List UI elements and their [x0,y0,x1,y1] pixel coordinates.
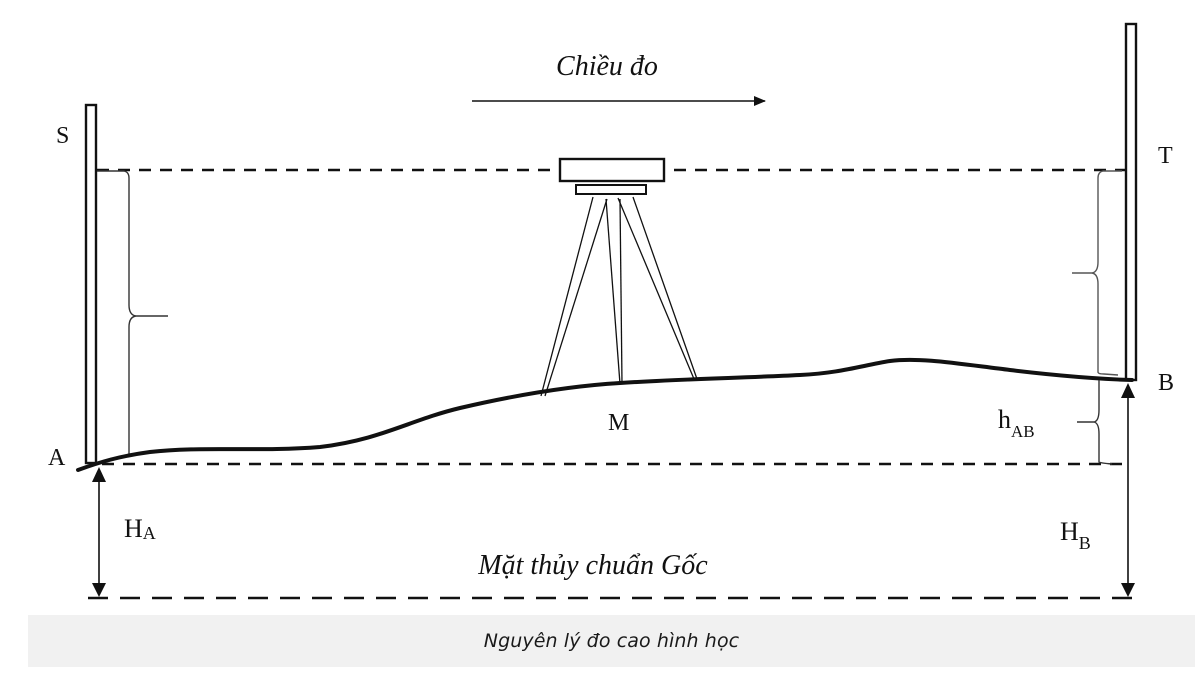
leveling-staff-b [1124,22,1138,382]
label-b: B [1158,370,1174,396]
leveling-staff-a [84,103,98,465]
brace-reading-a [97,170,168,455]
direction-label: Chiều đo [556,51,658,82]
brace-height-difference [1077,380,1113,465]
level-instrument [558,157,666,195]
label-hb: HB [1060,517,1091,553]
label-a: A [48,445,66,471]
datum-label: Mặt thủy chuẩn Gốc [477,550,708,581]
label-ha: HA [124,514,156,543]
arrow-up-icon [92,467,106,482]
label-s: S [56,123,69,149]
caption-bar: Nguyên lý đo cao hình học [28,615,1195,667]
terrain-profile [76,357,1134,472]
label-hab: hAB [998,405,1035,441]
arrow-down-icon [92,583,106,597]
label-m: M [608,410,629,436]
caption-text: Nguyên lý đo cao hình học [483,630,740,652]
brace-reading-b [1072,170,1122,376]
tripod [540,196,698,397]
arrow-down-icon [1121,583,1135,597]
arrow-up-icon [1121,383,1135,398]
label-t: T [1158,143,1173,169]
